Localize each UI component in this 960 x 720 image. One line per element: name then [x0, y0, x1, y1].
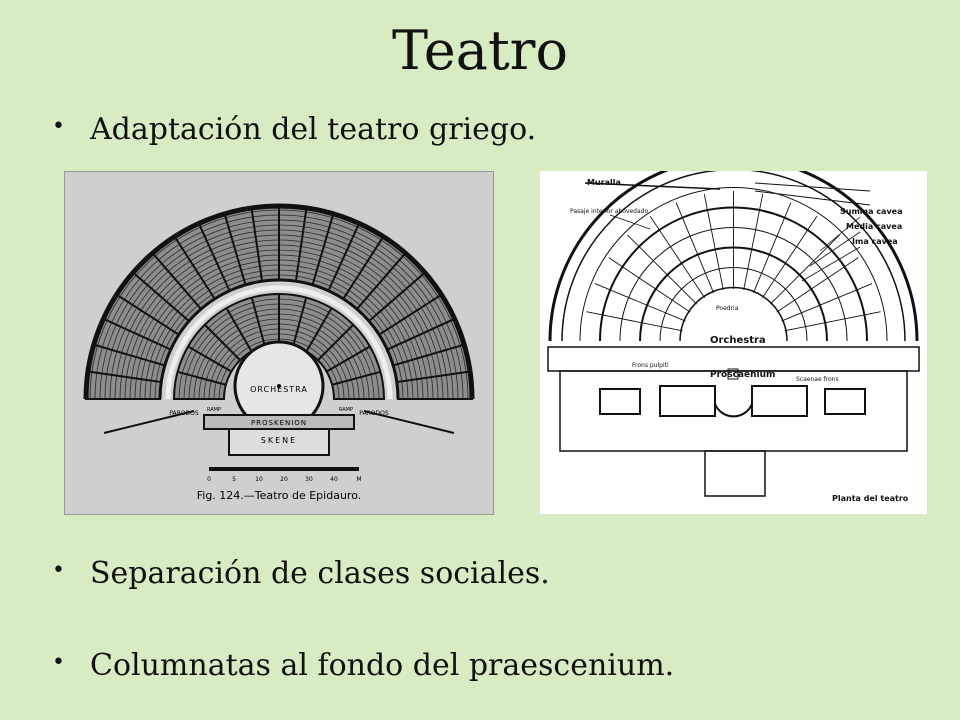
roman-theatre-plan-drawing: Muralla Pasaje interior abovedado Summa …	[540, 156, 927, 514]
label-muralla: Muralla	[587, 178, 621, 187]
scale-tick-label: 5	[232, 476, 236, 483]
bullet-text: Separación de clases sociales.	[90, 556, 550, 591]
label-orchestra: Orchestra	[710, 335, 766, 346]
epidauro-caption: Fig. 124.—Teatro de Epidauro.	[197, 489, 361, 502]
scale-tick-label: 20	[280, 476, 288, 483]
label-summa-cavea: Summa cavea	[840, 207, 903, 216]
bullet-text: Adaptación del teatro griego.	[90, 112, 537, 147]
bullet-item: • Separación de clases sociales.	[52, 559, 550, 589]
bullet-item: • Adaptación del teatro griego.	[52, 115, 536, 145]
bullet-item: • Columnatas al fondo del praescenium.	[52, 651, 674, 681]
orchestra-label: ORCHESTRA	[250, 385, 308, 394]
label-media-cavea: Media cavea	[846, 222, 902, 231]
label-proscaenium: Proscaenium	[710, 370, 775, 380]
skene-label: SKENE	[261, 436, 297, 445]
scale-tick-label: 0	[207, 476, 211, 483]
planta-caption: Planta del teatro	[832, 494, 909, 503]
label-pasaje: Pasaje interior abovedado	[570, 208, 648, 215]
label-ima-cavea: Ima cavea	[852, 237, 898, 246]
roman-theatre-plan-image: Muralla Pasaje interior abovedado Summa …	[540, 156, 927, 514]
scale-tick-label: 40	[330, 476, 338, 483]
epidauro-plan-image: ORCHESTRA PROSKENION SKENE PARODOS PAROD…	[63, 170, 495, 516]
label-frons-pulpiti: Frons pulpiti	[632, 362, 669, 369]
scale-tick-label: M	[356, 476, 361, 483]
scale-tick-label: 10	[255, 476, 263, 483]
bullet-dot: •	[52, 114, 65, 139]
scale-bar: 0 5 10 20 30 40 M	[207, 476, 362, 483]
slide-title: Teatro	[391, 19, 568, 82]
bullet-text: Columnatas al fondo del praescenium.	[90, 648, 675, 683]
scale-tick-label: 30	[305, 476, 313, 483]
label-scaenae-frons: Scaenae frons	[796, 376, 839, 383]
ramp-label-right: RAMP	[339, 407, 353, 413]
proskenion-label: PROSKENION	[251, 419, 307, 427]
bullet-dot: •	[52, 558, 65, 583]
bullet-dot: •	[52, 650, 65, 675]
label-poedria: Poedria	[716, 305, 739, 312]
epidauro-plan-drawing: ORCHESTRA PROSKENION SKENE PARODOS PAROD…	[63, 170, 495, 516]
ramp-label-left: RAMP	[207, 407, 221, 413]
